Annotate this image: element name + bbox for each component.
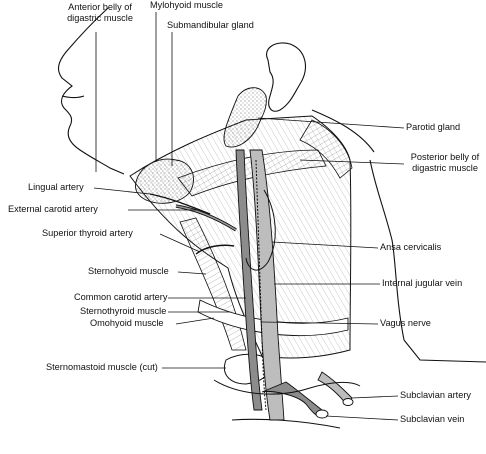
label-common-carotid: Common carotid artery — [74, 292, 168, 302]
subclavian-vein-end — [315, 409, 329, 419]
internal-jugular-vein — [249, 149, 285, 421]
label-lingual-artery: Lingual artery — [28, 182, 84, 192]
leader-posterior-belly — [299, 159, 405, 165]
ansa-cervicalis-path — [245, 189, 276, 271]
leader-subclavian-vein — [325, 415, 399, 421]
head-outline — [57, 7, 486, 429]
ear-outline — [266, 42, 306, 112]
label-external-carotid: External carotid artery — [8, 204, 98, 214]
subclavian-artery-end — [342, 398, 354, 406]
label-mylohyoid: Mylohyoid muscle — [150, 0, 224, 10]
leader-lingual — [93, 187, 151, 195]
lip-line — [61, 95, 85, 99]
external-carotid-fill — [175, 205, 237, 231]
leader-lines — [93, 12, 405, 421]
leader-subclavian-artery — [351, 395, 399, 399]
label-parotid: Parotid gland — [406, 122, 461, 132]
shoulder-line — [403, 339, 486, 363]
leader-omohyoid — [175, 317, 215, 325]
occiput — [311, 109, 375, 153]
label-sternothyroid: Sternothyroid muscle — [80, 306, 167, 316]
face-profile — [57, 7, 125, 175]
label-anterior-belly: Anterior belly of digastric muscle — [67, 2, 133, 23]
label-subclavian-artery: Subclavian artery — [400, 390, 471, 400]
leader-ansa — [271, 241, 379, 249]
superior-thyroid-artery — [195, 244, 235, 255]
leader-parotid — [257, 117, 405, 129]
label-posterior-belly: Posterior belly of digastric muscle — [410, 152, 480, 173]
back-of-neck — [369, 159, 405, 341]
label-sternohyoid: Sternohyoid muscle — [88, 266, 169, 276]
lingual-artery — [149, 193, 211, 215]
label-internal-jugular: Internal jugular vein — [382, 278, 463, 288]
label-superior-thyroid: Superior thyroid artery — [42, 228, 133, 238]
parotid-gland — [223, 87, 267, 148]
carotid-artery — [235, 149, 263, 411]
leader-vagus — [261, 321, 379, 325]
label-vagus: Vagus nerve — [380, 318, 431, 328]
label-sternomastoid: Sternomastoid muscle (cut) — [46, 362, 158, 372]
sternomastoid-upper — [299, 119, 353, 179]
leader-superior-thyroid — [159, 233, 201, 253]
label-subclavian-vein: Subclavian vein — [400, 414, 465, 424]
label-omohyoid: Omohyoid muscle — [90, 318, 164, 328]
clavicle — [213, 379, 361, 395]
leader-sternohyoid — [177, 271, 207, 275]
chest-line — [231, 418, 341, 429]
label-ansa-cervicalis: Ansa cervicalis — [380, 242, 442, 252]
label-submandibular: Submandibular gland — [167, 20, 254, 30]
